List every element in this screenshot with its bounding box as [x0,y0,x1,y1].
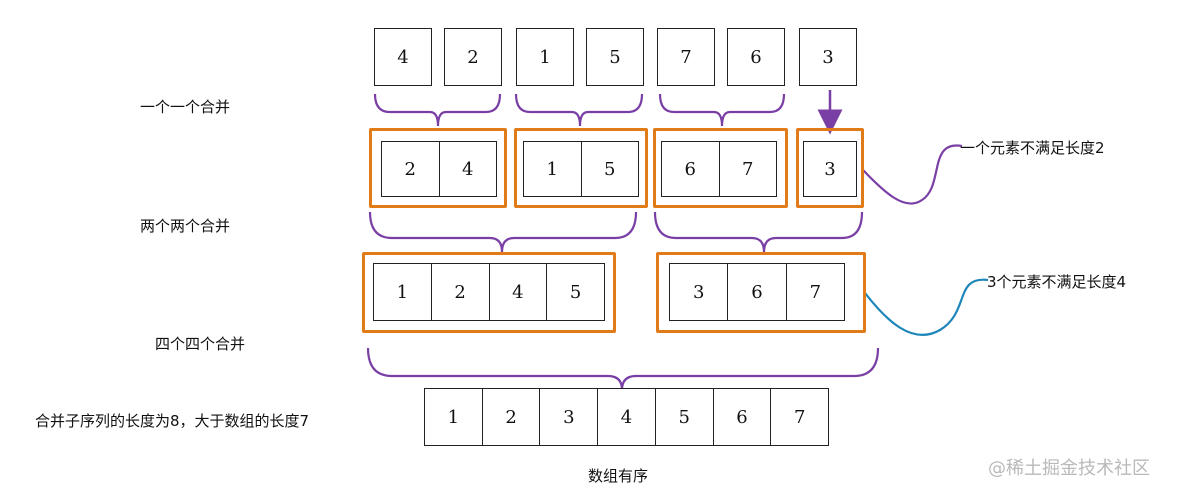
stage1-cell: 5 [586,28,644,86]
stage4-cell: 7 [793,406,806,428]
brace-pair-3 [658,93,786,127]
stage4-cell: 3 [540,389,599,445]
stage2-group-highlight [653,128,788,208]
brace-pair-2 [514,93,644,127]
stage3-group-2: 3 6 7 [669,263,845,321]
label-merge-four: 四个四个合并 [155,335,246,353]
stage3-cell: 4 [490,264,548,320]
brace-pair-1 [373,93,502,127]
stage3-group-highlight [656,252,866,333]
stage1-cell: 6 [727,28,785,86]
stage3-group-1: 1 2 4 5 [373,263,605,321]
stage2-cell: 3 [824,158,836,180]
caption-array-sorted: 数组有序 [588,467,649,485]
stage3-cell: 5 [569,281,582,303]
brace-group-2 [653,211,864,253]
stage3-group-highlight [362,252,616,333]
label-merge-two: 两个两个合并 [140,217,231,235]
stage3-cell: 2 [432,264,490,320]
stage2-cell: 2 [382,142,440,196]
stage3-cell: 6 [728,264,787,320]
stage4-cell: 6 [714,389,772,445]
stage4-cell: 4 [598,389,656,445]
stage3-cell: 3 [670,264,729,320]
stage1-cell: 7 [657,28,715,86]
stage1-cell: 4 [374,28,432,86]
stage4-cell: 1 [425,389,483,445]
stage2-cell: 4 [462,158,474,180]
stage2-cell: 7 [742,158,754,180]
stage1-cell: 2 [444,28,502,86]
stage4-cell: 5 [656,389,714,445]
stage2-group-4: 3 [803,141,857,197]
annotation-length-4: 3个元素不满足长度4 [987,273,1127,291]
stage2-group-highlight [514,128,648,208]
stage2-group-1: 2 4 [381,141,497,197]
label-final-length: 合并子序列的长度为8，大于数组的长度7 [35,412,310,430]
stage3-cell: 1 [374,264,432,320]
stage2-group-highlight [369,128,507,208]
watermark: @稀土掘金技术社区 [988,458,1150,479]
stage4-cell: 2 [483,389,541,445]
annotation-curve-1 [862,144,963,205]
stage1-cell: 3 [799,28,857,86]
stage1-cell: 1 [516,28,574,86]
annotation-curve-2 [864,278,989,336]
brace-final [366,347,880,391]
label-merge-one: 一个一个合并 [140,98,231,116]
stage2-group-highlight [796,128,864,208]
stage2-group-3: 6 7 [661,141,777,197]
annotation-length-2: 一个元素不满足长度2 [960,139,1105,157]
brace-group-1 [368,211,638,253]
stage2-cell: 1 [524,142,582,196]
stage2-cell: 5 [604,158,616,180]
stage2-group-2: 1 5 [523,141,639,197]
stage2-cell: 6 [662,142,720,196]
stage3-cell: 7 [809,281,822,303]
stage4-sorted-array: 1 2 3 4 5 6 7 [424,388,829,446]
